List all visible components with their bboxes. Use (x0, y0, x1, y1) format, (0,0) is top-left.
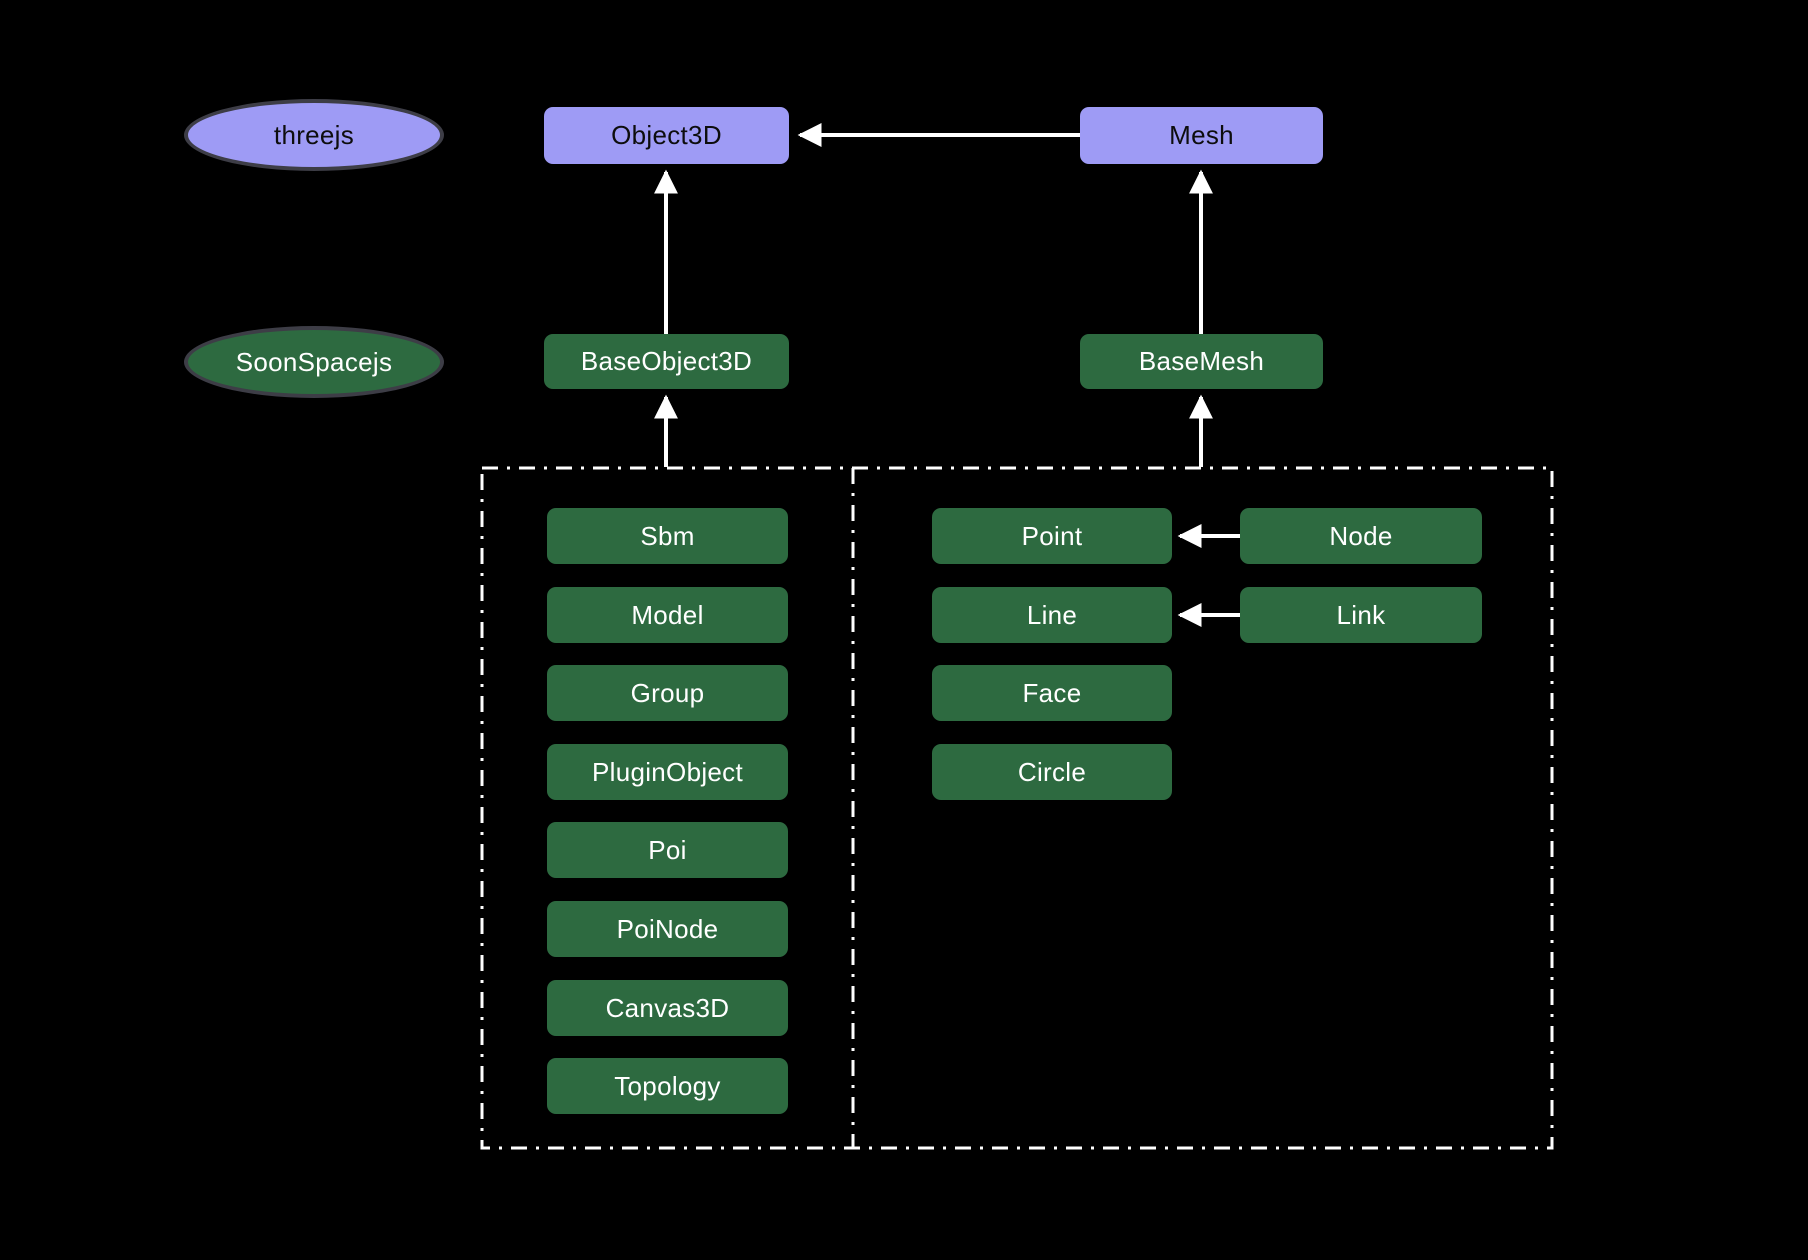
legend-threejs-label: threejs (273, 119, 355, 150)
class-node-pluginobject: PluginObject (547, 744, 788, 800)
class-node-topology: Topology (547, 1058, 788, 1114)
class-node-poi: Poi (547, 822, 788, 878)
class-label-pluginobject: PluginObject (591, 756, 744, 787)
class-label-basemesh: BaseMesh (1138, 346, 1265, 376)
class-node-point: Point (932, 508, 1172, 564)
class-node-link: Link (1240, 587, 1482, 643)
class-node-canvas3d: Canvas3D (547, 980, 788, 1036)
subclass-group-border (480, 466, 1554, 1150)
class-label-link: Link (1336, 599, 1386, 630)
class-label-poi: Poi (648, 834, 687, 865)
class-label-point: Point (1021, 520, 1083, 551)
class-label-baseobject3d: BaseObject3D (580, 346, 753, 376)
class-node-face: Face (932, 665, 1172, 721)
class-node-baseobject3d: BaseObject3D (544, 334, 789, 389)
legend-soonspacejs-ellipse: SoonSpacejs (184, 326, 444, 398)
class-label-circle: Circle (1017, 756, 1087, 787)
class-node-poinode: PoiNode (547, 901, 788, 957)
class-node-line: Line (932, 587, 1172, 643)
class-label-object3d: Object3D (611, 120, 722, 150)
legend-threejs-ellipse: threejs (184, 99, 444, 171)
class-label-face: Face (1022, 677, 1082, 708)
class-label-model: Model (631, 599, 704, 630)
class-label-topology: Topology (614, 1070, 721, 1101)
class-label-sbm: Sbm (640, 520, 695, 551)
class-node-basemesh: BaseMesh (1080, 334, 1323, 389)
class-node-node: Node (1240, 508, 1482, 564)
class-node-sbm: Sbm (547, 508, 788, 564)
class-node-object3d: Object3D (544, 107, 789, 164)
class-label-group: Group (630, 677, 705, 708)
legend-soonspacejs-label: SoonSpacejs (235, 346, 393, 377)
class-node-circle: Circle (932, 744, 1172, 800)
class-node-model: Model (547, 587, 788, 643)
class-label-mesh: Mesh (1169, 120, 1234, 150)
class-label-canvas3d: Canvas3D (605, 992, 730, 1023)
class-node-group: Group (547, 665, 788, 721)
class-label-line: Line (1026, 599, 1078, 630)
class-node-mesh: Mesh (1080, 107, 1323, 164)
class-label-poinode: PoiNode (616, 913, 719, 944)
class-label-node: Node (1329, 520, 1393, 551)
